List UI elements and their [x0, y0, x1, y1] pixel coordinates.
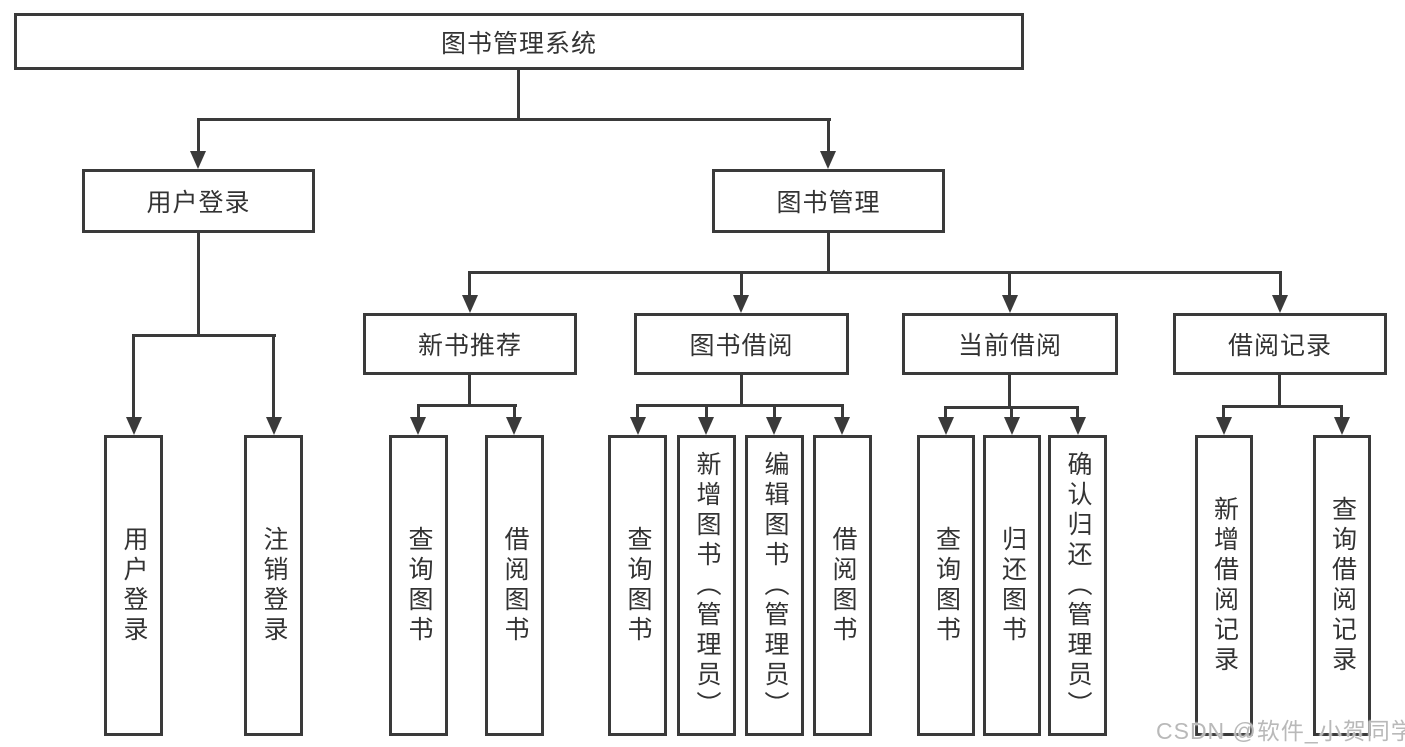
tree-line — [197, 118, 200, 154]
tree-line — [740, 271, 743, 297]
tree-line — [705, 404, 708, 419]
tree-line — [513, 404, 516, 419]
leaf-query-books: 查询图书 — [389, 435, 448, 736]
node-book-borrowing: 图书借阅 — [634, 313, 849, 375]
node-label: 图书管理系统 — [440, 29, 597, 58]
leaf-query-books: 查询图书 — [917, 435, 975, 736]
node-new-book-recommend: 新书推荐 — [363, 313, 577, 375]
node-label: 新增图书（管理员） — [693, 450, 721, 721]
leaf-logout: 注销登录 — [244, 435, 303, 736]
node-label: 用户登录 — [120, 525, 148, 646]
tree-line — [1008, 271, 1011, 297]
tree-line — [636, 404, 639, 419]
leaf-query-books: 查询图书 — [608, 435, 667, 736]
leaf-add-books-admin: 新增图书（管理员） — [677, 435, 736, 736]
leaf-borrow-books: 借阅图书 — [813, 435, 872, 736]
arrowhead-down-icon — [1216, 417, 1232, 435]
arrowhead-down-icon — [820, 151, 836, 169]
node-label: 当前借阅 — [957, 332, 1062, 360]
tree-line — [1076, 406, 1079, 419]
leaf-add-borrow-record: 新增借阅记录 — [1195, 435, 1253, 736]
node-label: 借阅图书 — [501, 525, 529, 646]
arrowhead-down-icon — [266, 417, 282, 435]
arrowhead-down-icon — [410, 417, 426, 435]
csdn-watermark: CSDN @软件_小贺同学 — [1156, 718, 1405, 744]
tree-line — [1279, 271, 1282, 297]
leaf-edit-books-admin: 编辑图书（管理员） — [745, 435, 804, 736]
tree-line — [841, 404, 844, 419]
arrowhead-down-icon — [1272, 295, 1288, 313]
arrowhead-down-icon — [462, 295, 478, 313]
node-label: 查询借阅记录 — [1328, 495, 1357, 676]
tree-line — [1278, 375, 1281, 408]
tree-line — [636, 404, 844, 407]
tree-line — [132, 334, 276, 337]
node-borrowing-records: 借阅记录 — [1173, 313, 1387, 375]
tree-line — [827, 233, 830, 274]
tree-line — [740, 375, 743, 407]
tree-line — [417, 404, 420, 419]
arrowhead-down-icon — [938, 417, 954, 435]
tree-line — [197, 233, 200, 337]
node-label: 编辑图书（管理员） — [761, 450, 789, 721]
arrowhead-down-icon — [834, 417, 850, 435]
tree-line — [944, 406, 947, 419]
node-label: 新书推荐 — [417, 332, 522, 360]
arrowhead-down-icon — [190, 151, 206, 169]
tree-line — [773, 404, 776, 419]
arrowhead-down-icon — [630, 417, 646, 435]
node-label: 用户登录 — [146, 189, 251, 217]
node-library-management-system: 图书管理系统 — [14, 13, 1024, 70]
tree-line — [468, 271, 471, 297]
tree-line — [517, 69, 520, 121]
tree-line — [1008, 375, 1011, 409]
tree-line — [132, 334, 135, 419]
node-label: 借阅图书 — [829, 525, 857, 646]
arrowhead-down-icon — [766, 417, 782, 435]
node-current-borrowing: 当前借阅 — [902, 313, 1118, 375]
node-label: 查询图书 — [624, 525, 652, 646]
leaf-query-borrow-record: 查询借阅记录 — [1313, 435, 1371, 736]
node-label: 确认归还（管理员） — [1064, 450, 1092, 721]
tree-line — [1340, 405, 1343, 419]
tree-line — [1222, 405, 1343, 408]
node-label: 查询图书 — [405, 525, 433, 646]
tree-line — [827, 118, 830, 154]
arrowhead-down-icon — [506, 417, 522, 435]
leaf-return-books: 归还图书 — [983, 435, 1041, 736]
arrowhead-down-icon — [698, 417, 714, 435]
tree-line — [417, 404, 517, 407]
leaf-user-login: 用户登录 — [104, 435, 163, 736]
node-user-login: 用户登录 — [82, 169, 315, 233]
arrowhead-down-icon — [1070, 417, 1086, 435]
tree-line — [272, 334, 275, 419]
tree-line — [1222, 405, 1225, 419]
tree-line — [468, 271, 1282, 274]
tree-line — [197, 118, 831, 121]
leaf-borrow-books: 借阅图书 — [485, 435, 544, 736]
node-label: 借阅记录 — [1227, 332, 1332, 360]
node-book-management: 图书管理 — [712, 169, 945, 233]
arrowhead-down-icon — [126, 417, 142, 435]
arrowhead-down-icon — [1004, 417, 1020, 435]
tree-line — [1010, 406, 1013, 419]
node-label: 新增借阅记录 — [1210, 495, 1239, 676]
tree-line — [468, 375, 471, 407]
arrowhead-down-icon — [1334, 417, 1350, 435]
node-label: 图书借阅 — [689, 332, 794, 360]
node-label: 注销登录 — [260, 525, 288, 646]
node-label: 归还图书 — [998, 525, 1027, 646]
arrowhead-down-icon — [733, 295, 749, 313]
arrowhead-down-icon — [1002, 295, 1018, 313]
node-label: 图书管理 — [776, 189, 881, 217]
leaf-confirm-return-admin: 确认归还（管理员） — [1048, 435, 1107, 736]
node-label: 查询图书 — [932, 525, 961, 646]
